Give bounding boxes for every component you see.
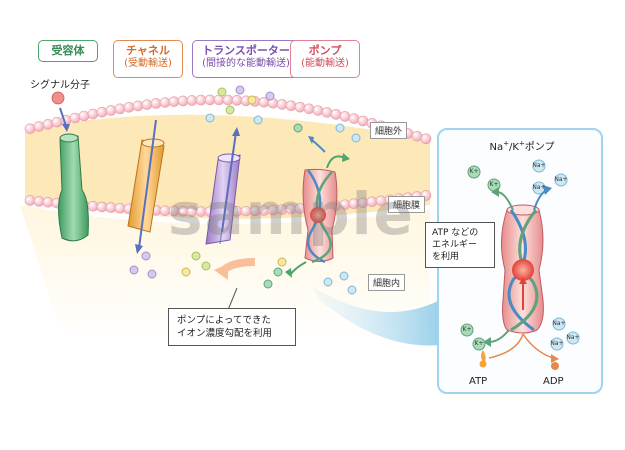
lipid-head [420, 133, 432, 145]
legend-pump-subtitle: (能動輸送) [301, 58, 349, 69]
lipid-head [96, 106, 108, 118]
lipid-head [123, 101, 135, 113]
legend-receptor: 受容体 [38, 40, 98, 62]
lipid-head [87, 200, 99, 212]
atp-label: ATP [469, 376, 488, 387]
watermark: sample [168, 180, 415, 248]
na-k-pump-inset: Na+/K+ポンプ [425, 128, 605, 394]
lipid-head [312, 105, 324, 116]
gradient-callout-line2: イオン濃度勾配を利用 [177, 328, 273, 339]
inset-ion-na-6: Na+ [550, 340, 564, 347]
inset-ion-k-3: K+ [462, 326, 472, 333]
lipid-head [294, 101, 306, 113]
channel-protein [127, 119, 165, 254]
molecules [129, 85, 361, 295]
lipid-head [42, 196, 54, 208]
region-outside-label: 細胞外 [370, 122, 408, 139]
lipid-head [348, 113, 360, 124]
lipid-head [114, 202, 126, 214]
energy-callout-line1: ATP などの [432, 228, 479, 238]
transporter-protein [205, 127, 241, 245]
lipid-head [96, 201, 108, 213]
legend-channel: チャネル (受動輸送) [113, 40, 183, 78]
inset-ion-k-2: K+ [489, 181, 499, 188]
lipid-head [204, 94, 216, 106]
inset-ion-k-1: K+ [469, 168, 479, 175]
inset-ion-na-4: Na+ [552, 320, 566, 327]
lipid-head [33, 196, 45, 207]
inset-ion-na-3: Na+ [532, 184, 546, 191]
energy-callout: ATP などの エネルギー を利用 [425, 222, 495, 268]
inset-title-plus1: + [503, 139, 509, 148]
lipid-head [141, 99, 153, 110]
inset-title-na: Na [489, 142, 504, 153]
region-inside-label: 細胞内 [368, 274, 406, 291]
lipid-head [330, 109, 342, 120]
inset-ion-na-2: Na+ [554, 176, 568, 183]
gradient-callout: ポンプによってできた イオン濃度勾配を利用 [168, 308, 296, 346]
inset-title-sep: /K [508, 142, 519, 153]
lipid-head [195, 94, 207, 106]
receptor-protein [51, 91, 89, 242]
legend-transporter-title: トランスポーター [202, 44, 290, 57]
lipid-head [186, 95, 198, 106]
lipid-head [114, 103, 126, 115]
lipid-head [105, 202, 117, 213]
lipid-head [177, 95, 189, 107]
lipid-head [87, 108, 99, 120]
energy-callout-line2: エネルギー [432, 240, 478, 250]
lipid-head [222, 94, 234, 106]
legend-receptor-title: 受容体 [51, 44, 85, 57]
lipid-head [159, 97, 171, 108]
legend-transporter-subtitle: (間接的な能動輸送) [202, 58, 290, 69]
legend-pump-title: ポンプ [308, 44, 342, 57]
lipid-head [303, 103, 315, 115]
adp-label: ADP [543, 376, 564, 387]
lipid-head [33, 121, 45, 132]
lipid-head [24, 195, 36, 206]
legend-channel-title: チャネル [126, 44, 170, 57]
inset-pump-illustration [460, 159, 580, 370]
lipid-head [51, 116, 63, 128]
pump-protein [285, 136, 350, 278]
lipid-head [321, 107, 333, 118]
legend-transporter: トランスポーター (間接的な能動輸送) [192, 40, 300, 78]
lipid-head [231, 95, 243, 106]
lipid-head [24, 123, 36, 135]
legend-channel-subtitle: (受動輸送) [124, 58, 172, 69]
lipid-head [357, 115, 369, 127]
inset-ion-k-4: K+ [474, 340, 484, 347]
region-membrane-label: 細胞膜 [388, 196, 426, 213]
legend-pump: ポンプ (能動輸送) [290, 40, 360, 78]
lipid-head [78, 110, 90, 122]
lipid-head [105, 105, 117, 116]
inset-ion-na-1: Na+ [532, 162, 546, 169]
lipid-head [150, 98, 162, 109]
lipid-head [285, 100, 297, 112]
lipid-head [276, 99, 288, 110]
gradient-callout-line1: ポンプによってできた [177, 315, 271, 326]
lipid-head [69, 112, 81, 124]
lipid-head [42, 119, 54, 130]
inset-title: Na+/K+ポンプ [439, 138, 605, 153]
inset-ion-na-5: Na+ [566, 334, 580, 341]
lipid-head [168, 96, 180, 107]
energy-callout-line3: を利用 [432, 252, 460, 262]
inset-title-plus2: + [518, 139, 525, 148]
lipid-head [132, 100, 144, 112]
signal-molecule-label: シグナル分子 [30, 80, 90, 91]
lipid-head [411, 130, 423, 142]
lipid-head [339, 111, 351, 122]
inset-title-pump: ポンプ [524, 142, 555, 153]
